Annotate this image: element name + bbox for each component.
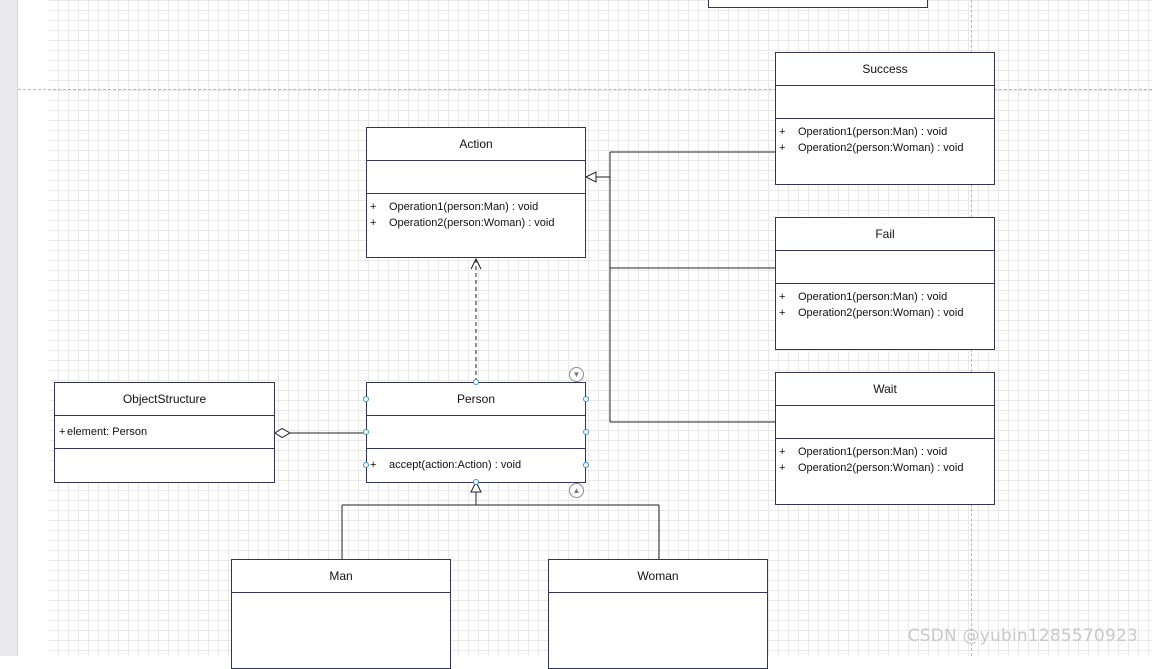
class-name: Action [367, 128, 585, 161]
page-break-horizontal [18, 89, 1152, 90]
class-name: Person [367, 383, 585, 416]
visibility: + [370, 201, 377, 213]
operation-text: Operation1(person:Man) : void [798, 446, 948, 458]
class-name: Woman [549, 560, 767, 593]
visibility: + [779, 291, 786, 303]
attributes-compartment: + element: Person [55, 416, 274, 449]
triangle-down-circle-icon[interactable]: ▼ [569, 367, 584, 382]
class-name: Wait [776, 373, 994, 406]
operation-row: + Operation1(person:Man) : void [776, 289, 994, 305]
resize-handle[interactable] [473, 479, 479, 485]
class-objectstructure[interactable]: ObjectStructure + element: Person [54, 382, 275, 483]
class-action[interactable]: Action + Operation1(person:Man) : void +… [366, 127, 586, 258]
operation-row: + Operation1(person:Man) : void [776, 124, 994, 140]
visibility: + [779, 307, 786, 319]
operation-row: + Operation2(person:Woman) : void [367, 215, 585, 231]
attributes-compartment [776, 406, 994, 439]
operation-text: Operation1(person:Man) : void [389, 201, 539, 213]
visibility: + [779, 446, 786, 458]
visibility: + [370, 217, 377, 229]
operation-text: Operation1(person:Man) : void [798, 291, 948, 303]
resize-handle[interactable] [363, 429, 369, 435]
triangle-up-circle-icon[interactable]: ▲ [569, 483, 584, 498]
visibility: + [779, 142, 786, 154]
attribute-row: + element: Person [55, 424, 274, 440]
attributes-compartment [776, 251, 994, 284]
class-name: Success [776, 53, 994, 86]
page-margin [18, 0, 49, 656]
class-name: Man [232, 560, 450, 593]
operations-compartment: + Operation1(person:Man) : void + Operat… [776, 284, 994, 321]
resize-handle[interactable] [363, 396, 369, 402]
operation-text: Operation2(person:Woman) : void [798, 142, 964, 154]
resize-handle[interactable] [583, 396, 589, 402]
operation-text: Operation1(person:Man) : void [798, 126, 948, 138]
class-success[interactable]: Success + Operation1(person:Man) : void … [775, 52, 995, 185]
attributes-compartment [367, 416, 585, 449]
class-woman[interactable]: Woman [548, 559, 768, 669]
resize-handle[interactable] [363, 462, 369, 468]
class-name: Fail [776, 218, 994, 251]
attributes-compartment [776, 86, 994, 119]
attribute-text: element: Person [67, 426, 148, 438]
visibility: + [59, 426, 66, 438]
operation-text: Operation2(person:Woman) : void [798, 307, 964, 319]
operations-compartment [55, 449, 274, 454]
class-fail[interactable]: Fail + Operation1(person:Man) : void + O… [775, 217, 995, 350]
class-box-partial[interactable] [708, 0, 928, 8]
visibility: + [779, 126, 786, 138]
operations-compartment: + accept(action:Action) : void [367, 449, 585, 473]
operation-row: + Operation2(person:Woman) : void [776, 460, 994, 476]
operations-compartment: + Operation1(person:Man) : void + Operat… [776, 119, 994, 156]
class-wait[interactable]: Wait + Operation1(person:Man) : void + O… [775, 372, 995, 505]
resize-handle[interactable] [473, 379, 479, 385]
operation-row: + Operation2(person:Woman) : void [776, 305, 994, 321]
operation-text: Operation2(person:Woman) : void [389, 217, 555, 229]
left-panel-edge [0, 0, 18, 656]
operations-compartment: + Operation1(person:Man) : void + Operat… [367, 194, 585, 231]
operation-row: + Operation2(person:Woman) : void [776, 140, 994, 156]
operation-text: accept(action:Action) : void [389, 459, 522, 471]
class-person[interactable]: Person + accept(action:Action) : void [366, 382, 586, 483]
operation-row: + Operation1(person:Man) : void [367, 199, 585, 215]
resize-handle[interactable] [583, 429, 589, 435]
operation-text: Operation2(person:Woman) : void [798, 462, 964, 474]
class-man[interactable]: Man [231, 559, 451, 669]
visibility: + [370, 459, 377, 471]
operation-row: + Operation1(person:Man) : void [776, 444, 994, 460]
operation-row: + accept(action:Action) : void [367, 457, 585, 473]
visibility: + [779, 462, 786, 474]
resize-handle[interactable] [583, 462, 589, 468]
watermark: CSDN @yubin1285570923 [907, 626, 1138, 646]
class-name: ObjectStructure [55, 383, 274, 416]
operations-compartment: + Operation1(person:Man) : void + Operat… [776, 439, 994, 476]
attributes-compartment [367, 161, 585, 194]
